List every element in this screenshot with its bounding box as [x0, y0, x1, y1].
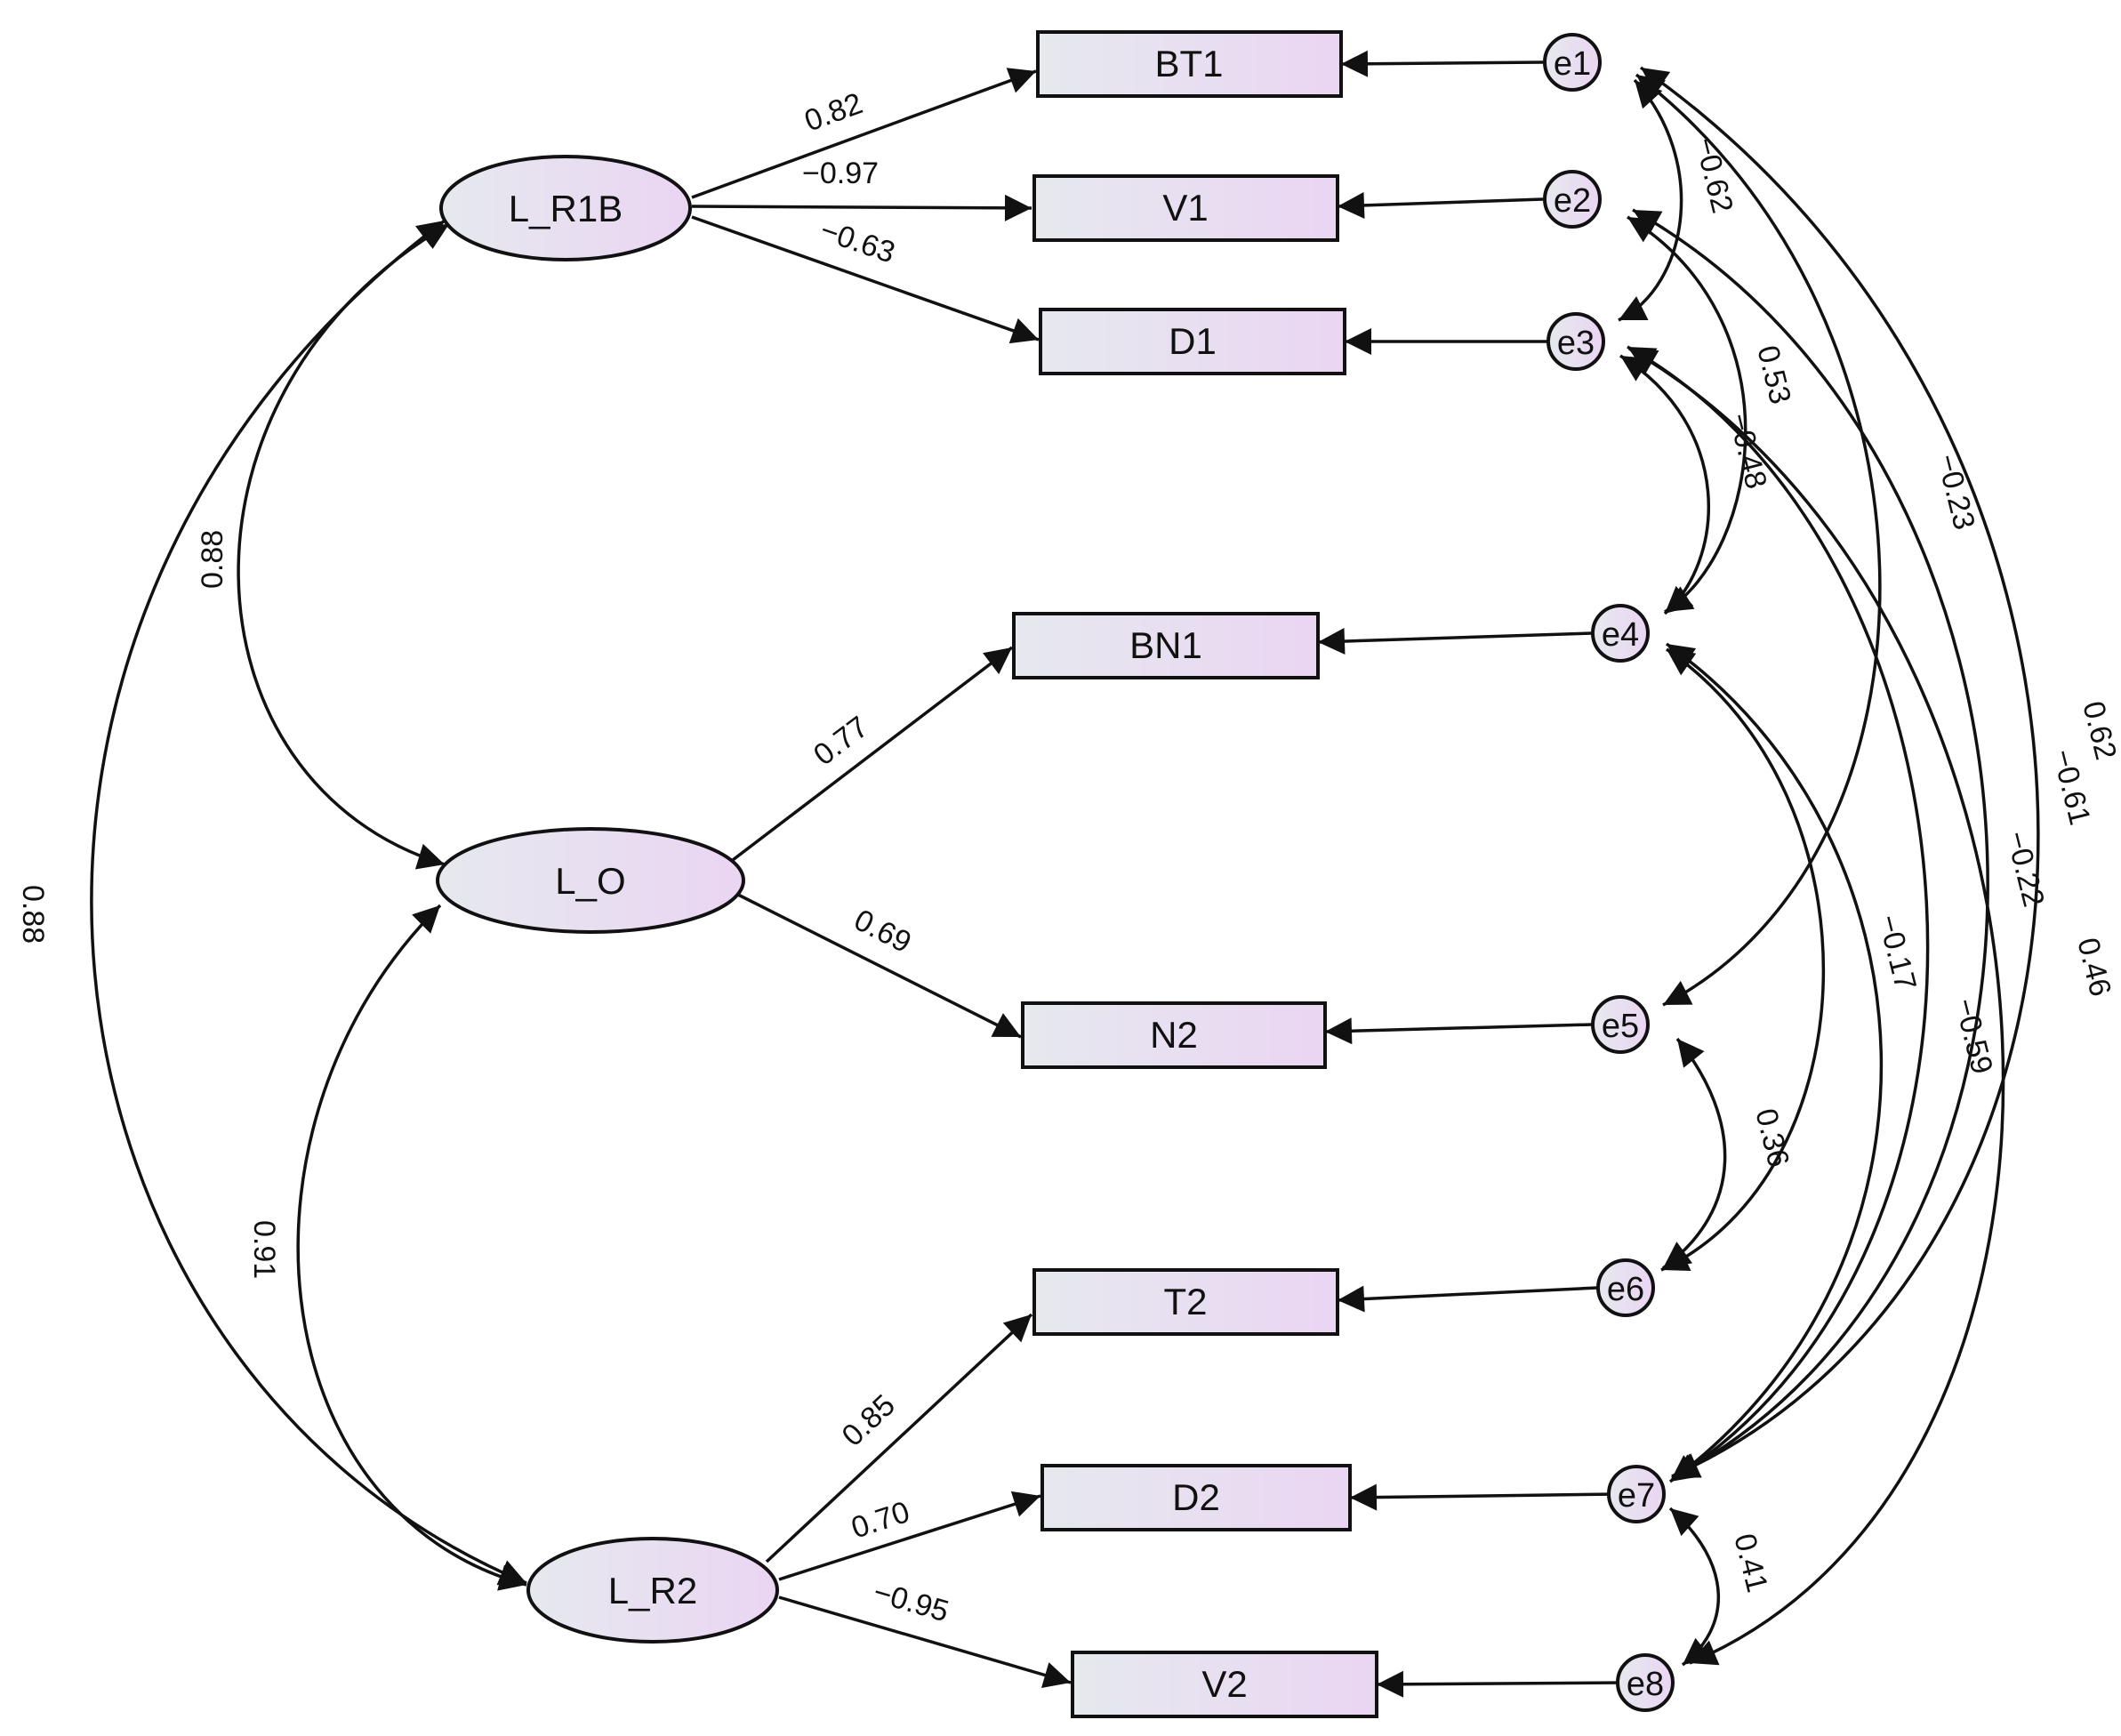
coef-L_R1B-L_R2: 0.88: [16, 885, 50, 944]
coef-e2-e4: 0.53: [1750, 342, 1797, 407]
observed-V2: V2: [1071, 1651, 1378, 1718]
path-L_R1B-V1: [691, 194, 1032, 221]
cov-e3-e8: [1628, 347, 2005, 1666]
coef-L_R1B-BT1: 0.82: [800, 86, 867, 138]
observed-label: N2: [1150, 1014, 1198, 1056]
error-e4: e4: [1591, 604, 1650, 663]
observed-label: D2: [1172, 1476, 1220, 1518]
error-e2: e2: [1543, 170, 1602, 229]
error-label: e6: [1607, 1271, 1644, 1308]
coef-e4-e7: −0.59: [1948, 995, 1999, 1078]
error-terms: e1 e2 e3 e4 e5 e6 e7 e8: [1543, 33, 1675, 1712]
coef-e3-e8: 0.46: [2070, 935, 2117, 1000]
error-label: e2: [1554, 182, 1591, 220]
coef-L_R1B-D1: −0.63: [815, 213, 899, 270]
coef-L_O-BN1: 0.77: [807, 710, 875, 772]
observed-N2: N2: [1021, 1001, 1327, 1069]
cov-L_O-L_R2: [296, 904, 527, 1591]
cov-e7-e8: [1668, 1507, 1720, 1667]
path-L_R2-D2: [778, 1491, 1041, 1581]
path-L_R1B-D1: [691, 215, 1040, 344]
latent-covariances: [90, 219, 527, 1591]
path-L_R2-V2: [778, 1595, 1072, 1688]
error-paths: [1317, 50, 1625, 1698]
coef-L_O-N2: 0.69: [848, 903, 916, 960]
path-e7-D2: [1349, 1483, 1618, 1511]
error-label: e5: [1602, 1008, 1639, 1045]
loading-paths: [691, 68, 1072, 1688]
coef-e3-e4: −0.48: [1722, 410, 1773, 493]
observed-D1: D1: [1039, 308, 1346, 375]
path-e2-V1: [1337, 191, 1544, 219]
path-e1-BT1: [1340, 50, 1544, 77]
path-e6-T2: [1337, 1285, 1598, 1313]
error-e6: e6: [1596, 1258, 1655, 1317]
path-L_O-BN1: [727, 646, 1014, 864]
observed-label: V2: [1201, 1663, 1247, 1705]
path-L_O-N2: [737, 893, 1022, 1039]
coef-e7-e8: 0.41: [1727, 1531, 1774, 1595]
cov-L_R1B-L_O: [237, 222, 450, 870]
observed-V1: V1: [1032, 174, 1339, 242]
coef-L_O-L_R2: 0.91: [247, 1220, 281, 1279]
observed-D2: D2: [1040, 1464, 1352, 1531]
error-label: e7: [1618, 1477, 1655, 1515]
error-e8: e8: [1616, 1653, 1675, 1712]
coef-e5-e6: 0.36: [1748, 1105, 1796, 1170]
cov-e5-e6: [1661, 1037, 1727, 1270]
cov-e1-e3: [1618, 78, 1683, 322]
observed-BT1: BT1: [1036, 30, 1343, 98]
path-L_R1B-BT1: [691, 68, 1037, 199]
coef-e3-e7: −0.22: [1999, 828, 2051, 911]
cov-e2-e7: [1632, 208, 1989, 1480]
error-label: e3: [1557, 325, 1595, 362]
error-label: e4: [1602, 616, 1639, 654]
error-label: e8: [1627, 1666, 1664, 1703]
observed-T2: T2: [1032, 1268, 1339, 1336]
error-covariances: [1618, 66, 2040, 1667]
cov-L_R1B-L_R2: [90, 219, 527, 1586]
latent-covariance-labels: 0.88 0.88 0.91: [16, 530, 281, 1279]
coef-L_R1B-L_O: 0.88: [196, 530, 229, 589]
coef-e1-e5: −0.23: [1930, 451, 1981, 534]
error-e1: e1: [1543, 33, 1602, 92]
latent-label: L_R1B: [509, 188, 623, 229]
coef-L_R2-V2: −0.95: [870, 1575, 952, 1628]
latent-L_R2: L_R2: [526, 1537, 779, 1644]
observed-label: BT1: [1154, 43, 1223, 84]
path-L_R2-T2: [765, 1313, 1033, 1563]
coef-e1-e3: −0.62: [1688, 134, 1739, 217]
cov-e4-e6: [1660, 647, 1825, 1272]
observed-label: D1: [1169, 320, 1217, 362]
observed-label: BN1: [1129, 624, 1202, 666]
latent-label: L_O: [555, 860, 625, 902]
cov-e1-e5: [1635, 73, 1882, 1007]
latent-L_R1B: L_R1B: [439, 155, 692, 261]
latent-label: L_R2: [608, 1570, 697, 1611]
error-e5: e5: [1591, 995, 1650, 1054]
cov-e4-e7: [1665, 642, 1883, 1483]
observed-variables: BT1 V1 D1 BN1 N2 T2 D2 V2: [1012, 30, 1378, 1718]
path-e4-BN1: [1317, 628, 1593, 655]
path-e5-N2: [1324, 1017, 1593, 1045]
loading-labels: 0.82 −0.97 −0.63 0.77 0.69 0.85 0.70 −0.…: [800, 86, 952, 1628]
cov-e1-e7: [1639, 66, 2040, 1478]
observed-label: T2: [1163, 1281, 1207, 1322]
observed-BN1: BN1: [1012, 612, 1320, 679]
coef-e4-e6: −0.17: [1871, 912, 1923, 994]
coef-L_R2-D2: 0.70: [848, 1495, 914, 1546]
error-e7: e7: [1607, 1465, 1666, 1523]
coef-e1-e7: 0.62: [2076, 698, 2121, 763]
latent-variables: L_R1B L_O L_R2: [436, 155, 779, 1644]
latent-L_O: L_O: [436, 827, 745, 934]
error-label: e1: [1554, 45, 1591, 83]
path-e8-V2: [1376, 1670, 1625, 1698]
cov-e3-e7: [1627, 345, 1930, 1482]
coef-L_R1B-V1: −0.97: [802, 157, 879, 190]
error-e3: e3: [1547, 312, 1605, 371]
observed-label: V1: [1162, 187, 1208, 229]
